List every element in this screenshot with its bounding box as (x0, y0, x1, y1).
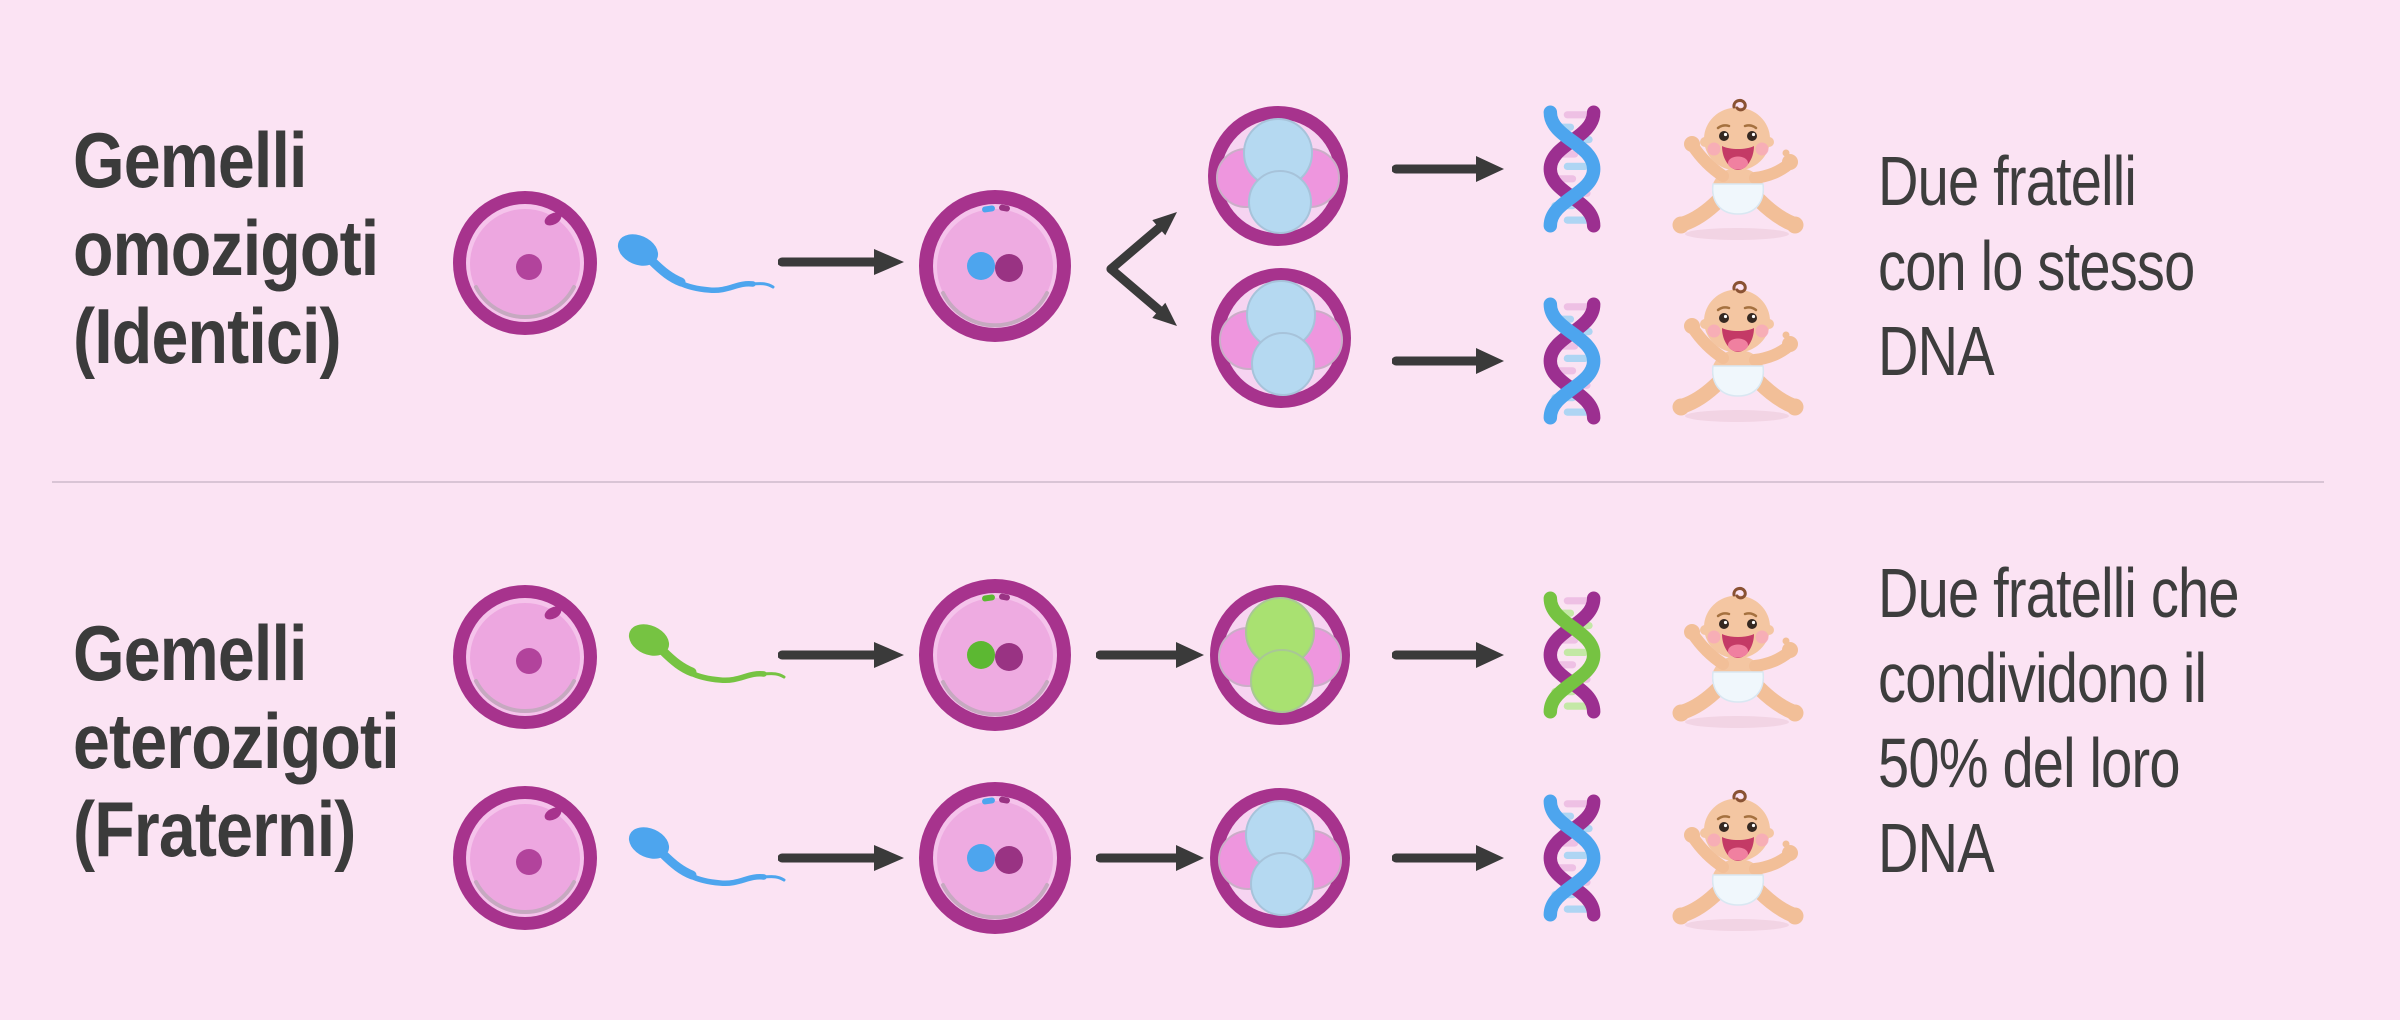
arrow-icon (778, 642, 904, 668)
baby-icon (1667, 274, 1807, 424)
title-line: Gemelli (73, 609, 307, 697)
baby-icon (1667, 92, 1807, 242)
baby-icon (1667, 783, 1807, 933)
arrow-icon (1392, 845, 1504, 871)
arrow-icon (1392, 348, 1504, 374)
section-title-dizygotic: Gemelli eterozigoti (Fraterni) (73, 609, 400, 873)
caption-line: condividono il (1878, 639, 2207, 717)
embryo-icon (1198, 96, 1358, 256)
fertilized-egg-icon (910, 181, 1080, 351)
egg-cell-icon (445, 778, 605, 938)
sperm-icon (611, 220, 781, 310)
split-arrow-icon (1106, 212, 1177, 326)
egg-cell-icon (445, 183, 605, 343)
egg-cell-icon (445, 577, 605, 737)
embryo-icon (1200, 778, 1360, 938)
title-line: eterozigoti (73, 697, 400, 785)
caption-line: DNA (1878, 312, 1995, 390)
arrow-icon (778, 845, 904, 871)
arrow-icon (1392, 156, 1504, 182)
baby-icon (1667, 580, 1807, 730)
arrow-icon (778, 249, 904, 275)
section-divider (52, 481, 2324, 483)
caption-line: Due fratelli (1878, 142, 2137, 220)
title-line: Gemelli (73, 116, 307, 204)
dna-icon (1541, 794, 1603, 922)
section-title-monozygotic: Gemelli omozigoti (Identici) (73, 116, 379, 380)
caption-line: Due fratelli che (1878, 554, 2240, 632)
embryo-icon (1201, 258, 1361, 418)
caption-monozygotic: Due fratelli con lo stesso DNA (1878, 139, 2195, 394)
title-line: (Identici) (73, 292, 342, 380)
caption-line: DNA (1878, 809, 1995, 887)
caption-line: con lo stesso (1878, 227, 2195, 305)
dna-icon (1541, 591, 1603, 719)
arrow-icon (1096, 845, 1204, 871)
dna-icon (1541, 297, 1603, 425)
title-line: (Fraterni) (73, 785, 356, 873)
dna-icon (1541, 105, 1603, 233)
title-line: omozigoti (73, 204, 379, 292)
embryo-icon (1200, 575, 1360, 735)
sperm-icon (622, 610, 792, 700)
caption-line: 50% del loro (1878, 724, 2181, 802)
fertilized-egg-icon (910, 570, 1080, 740)
sperm-icon (622, 813, 792, 903)
arrow-icon (1096, 642, 1204, 668)
fertilized-egg-icon (910, 773, 1080, 943)
arrow-icon (1392, 642, 1504, 668)
caption-dizygotic: Due fratelli che condividono il 50% del … (1878, 551, 2240, 891)
